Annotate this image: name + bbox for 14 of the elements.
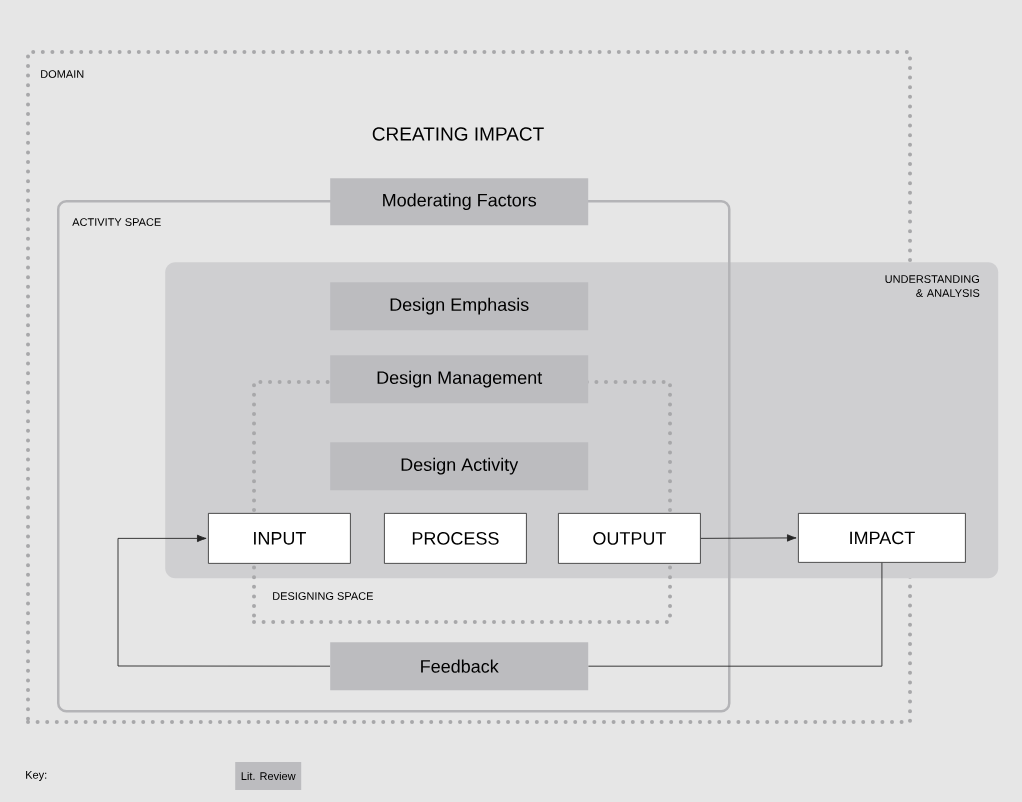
factor-box: Design Management: [330, 355, 589, 404]
title: CREATING IMPACT: [372, 127, 544, 141]
connector: [700, 534, 797, 542]
connector: [117, 534, 331, 667]
factor-box: Design Emphasis: [330, 282, 589, 331]
factor-box: Feedback: [330, 642, 589, 691]
process-box: PROCESS: [384, 513, 527, 564]
factor-box: Design Activity: [330, 442, 589, 491]
process-box: OUTPUT: [558, 513, 701, 564]
process-box: IMPACT: [798, 513, 966, 563]
key-label: Key:: [26, 771, 47, 781]
factor-box: Moderating Factors: [330, 178, 589, 226]
connector: [587, 562, 883, 667]
process-box: INPUT: [208, 513, 351, 564]
